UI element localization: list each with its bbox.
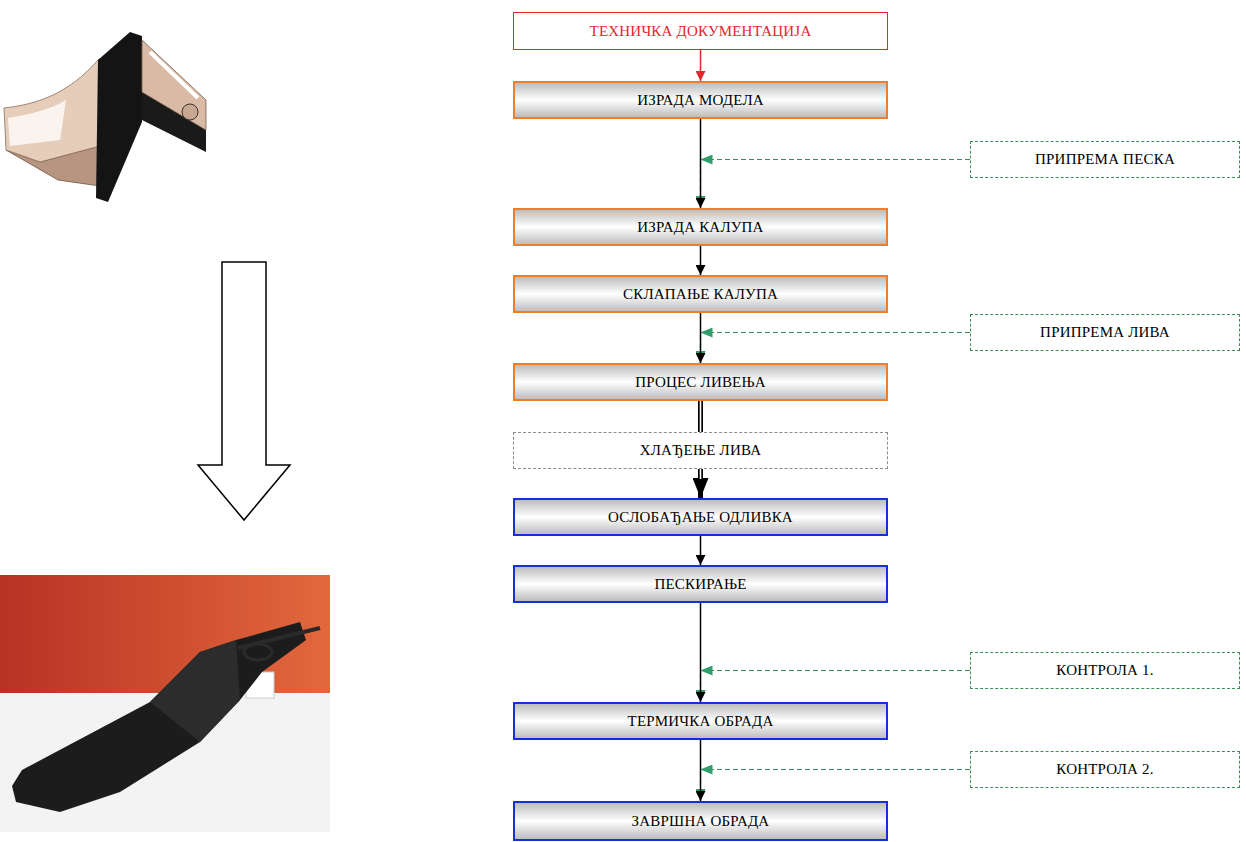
model-shank-top bbox=[142, 40, 206, 130]
input-arrow bbox=[701, 160, 971, 209]
connector-line bbox=[700, 246, 702, 275]
process-box: ИЗРАДА КАЛУПА bbox=[513, 208, 888, 246]
step-label: ПРИПРЕМА ЛИВА bbox=[1040, 324, 1170, 341]
flow-arrow bbox=[700, 313, 701, 363]
finishing-box: ЗАВРШНА ОБРАДА bbox=[513, 801, 888, 841]
model-edge-highlight bbox=[150, 52, 198, 98]
step-label: СКЛАПАЊЕ КАЛУПА bbox=[623, 286, 778, 303]
photo-ground bbox=[0, 575, 330, 832]
step-label: ХЛАЂЕЊЕ ЛИВА bbox=[640, 442, 762, 459]
cast-tooth-face bbox=[150, 640, 240, 742]
finishing-box: ТЕРМИЧКА ОБРАДА bbox=[513, 702, 888, 740]
finishing-box: ОСЛОБАЂАЊЕ ОДЛИВКА bbox=[513, 498, 888, 536]
connector-line bbox=[701, 160, 971, 209]
connector-line bbox=[700, 313, 702, 363]
process-box: ПРОЦЕС ЛИВЕЊА bbox=[513, 363, 888, 401]
step-label: ЗАВРШНА ОБРАДА bbox=[632, 813, 770, 830]
connector-line bbox=[698, 401, 703, 432]
process-box: ИЗРАДА МОДЕЛА bbox=[513, 81, 888, 119]
step-label: КОНТРОЛА 1. bbox=[1056, 662, 1153, 679]
connector-line bbox=[700, 603, 702, 702]
cast-tooth bbox=[12, 622, 306, 812]
input-box: ПРИПРЕМА ПЕСКА bbox=[970, 141, 1240, 178]
step-label: ИЗРАДА КАЛУПА bbox=[637, 219, 763, 236]
flow-arrow bbox=[700, 246, 701, 275]
input-arrow bbox=[701, 333, 971, 364]
flow-arrow bbox=[700, 50, 701, 81]
connector-line bbox=[701, 770, 971, 802]
connector-line bbox=[700, 536, 702, 565]
input-box: КОНТРОЛА 2. bbox=[970, 751, 1240, 788]
casting-photo bbox=[0, 575, 330, 832]
cad-model bbox=[4, 32, 206, 202]
connector-line bbox=[701, 671, 971, 703]
input-box: КОНТРОЛА 1. bbox=[970, 652, 1240, 689]
flow-arrow bbox=[700, 603, 701, 702]
step-label: ПРИПРЕМА ПЕСКА bbox=[1035, 151, 1175, 168]
step-label: ТЕРМИЧКА ОБРАДА bbox=[628, 713, 774, 730]
double-flow-arrow bbox=[700, 401, 701, 432]
photo-wire-loop bbox=[244, 644, 272, 660]
dashed-process-box: ХЛАЂЕЊЕ ЛИВА bbox=[513, 432, 888, 469]
step-label: ПЕСКИРАЊЕ bbox=[654, 576, 746, 593]
connector-line bbox=[700, 119, 702, 208]
transition-arrow bbox=[198, 262, 290, 520]
step-label: ПРОЦЕС ЛИВЕЊА bbox=[635, 374, 766, 391]
process-box: СКЛАПАЊЕ КАЛУПА bbox=[513, 275, 888, 313]
step-label: ОСЛОБАЂАЊЕ ОДЛИВКА bbox=[608, 509, 793, 526]
connector-line bbox=[698, 469, 703, 498]
model-flange bbox=[96, 32, 142, 202]
step-label: КОНТРОЛА 2. bbox=[1056, 761, 1153, 778]
model-highlight bbox=[8, 100, 66, 146]
connector-line bbox=[700, 50, 702, 81]
input-box: ПРИПРЕМА ЛИВА bbox=[970, 314, 1240, 351]
flow-arrow bbox=[700, 119, 701, 208]
step-label: ТЕХНИЧКА ДОКУМЕНТАЦИЈА bbox=[590, 23, 812, 40]
input-arrow bbox=[701, 770, 971, 802]
connector-line bbox=[701, 333, 971, 364]
connector-gap bbox=[700, 469, 702, 479]
input-arrow bbox=[701, 671, 971, 703]
finishing-box: ПЕСКИРАЊЕ bbox=[513, 565, 888, 603]
connector-line bbox=[700, 740, 702, 801]
step-label: ИЗРАДА МОДЕЛА bbox=[637, 92, 764, 109]
document-box: ТЕХНИЧКА ДОКУМЕНТАЦИЈА bbox=[513, 12, 888, 50]
double-flow-arrow bbox=[700, 469, 701, 498]
flow-arrow bbox=[700, 536, 701, 565]
model-slot bbox=[182, 104, 198, 120]
connector-gap bbox=[700, 401, 702, 432]
flow-arrow bbox=[700, 740, 701, 801]
